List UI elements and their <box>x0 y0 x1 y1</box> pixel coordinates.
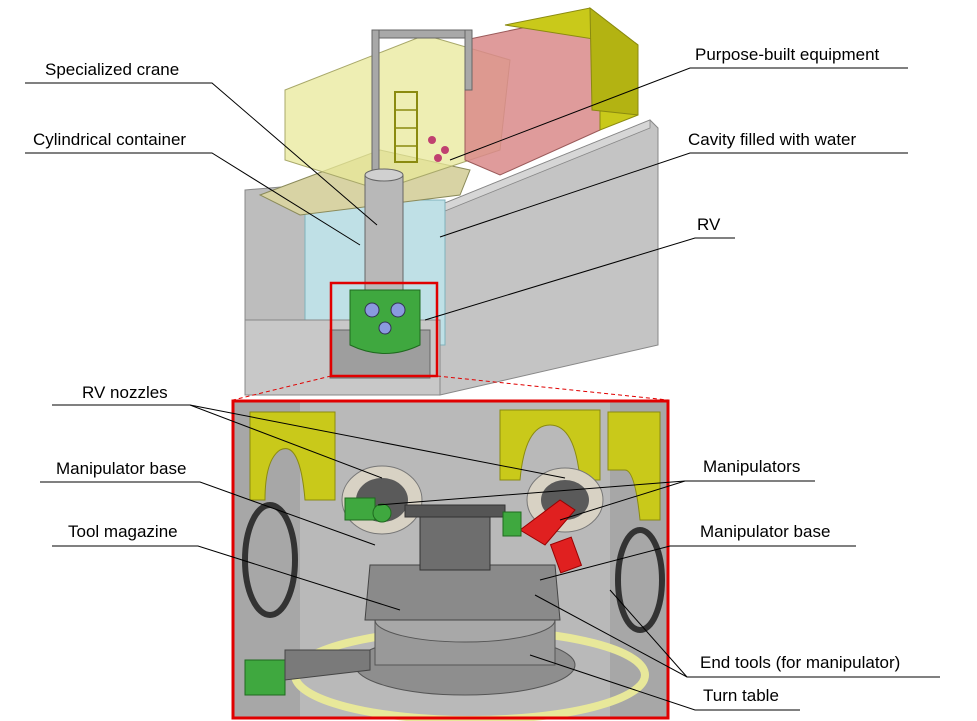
cylindrical-container-shape <box>364 174 404 296</box>
label-cylindrical-container: Cylindrical container <box>33 130 187 149</box>
zoom-line-left <box>232 375 332 401</box>
leader-manipulator-base-right <box>539 545 856 581</box>
label-cavity-filled-with-water: Cavity filled with water <box>688 130 857 149</box>
leader-rv-nozzles-2 <box>189 404 566 479</box>
side-ring-left <box>242 502 298 618</box>
side-ring-right <box>615 527 665 633</box>
label-manipulators: Manipulators <box>703 457 801 476</box>
label-purpose-built-equipment: Purpose-built equipment <box>695 45 880 64</box>
crane-leg <box>371 29 380 191</box>
tool-magazine-shape <box>364 564 561 621</box>
label-rv: RV <box>697 215 721 234</box>
leader-rv <box>424 237 735 321</box>
building-overview <box>244 6 659 396</box>
zoom-line-right <box>436 375 669 401</box>
rv-detail-view <box>231 399 670 721</box>
leader-lines <box>25 67 940 711</box>
label-turn-table: Turn table <box>703 686 779 705</box>
rv-highlight-box <box>329 281 439 378</box>
label-manipulator-base-left: Manipulator base <box>56 459 187 478</box>
leader-purpose-built-equipment <box>449 67 908 161</box>
leader-specialized-crane <box>25 82 378 226</box>
central-column <box>419 509 491 571</box>
label-rv-nozzles: RV nozzles <box>82 383 168 402</box>
leader-tool-magazine <box>52 545 401 611</box>
yellow-block-side <box>589 6 639 116</box>
label-specialized-crane: Specialized crane <box>45 60 180 79</box>
manipulator-green-bottom <box>244 659 286 696</box>
manipulator-green-left <box>344 497 376 521</box>
manipulator-red-arm <box>519 499 576 546</box>
leader-manipulator-base-left <box>40 481 376 546</box>
label-end-tools: End tools (for manipulator) <box>700 653 901 672</box>
leader-manipulators-2 <box>559 480 686 521</box>
crane-leg-right <box>464 29 473 91</box>
label-manipulator-base-right: Manipulator base <box>700 522 831 541</box>
lattice-tower <box>394 91 418 163</box>
manipulator-green-right <box>502 511 522 537</box>
leader-cavity <box>439 152 908 238</box>
leader-cylindrical-container <box>25 152 361 246</box>
yellow-panel-1 <box>249 411 336 501</box>
bottom-rail <box>284 649 371 681</box>
leader-end-tools-2 <box>609 589 688 678</box>
detail-frame <box>231 399 670 720</box>
leader-turn-table <box>529 654 800 711</box>
label-tool-magazine: Tool magazine <box>68 522 178 541</box>
crane-beam <box>371 29 473 39</box>
